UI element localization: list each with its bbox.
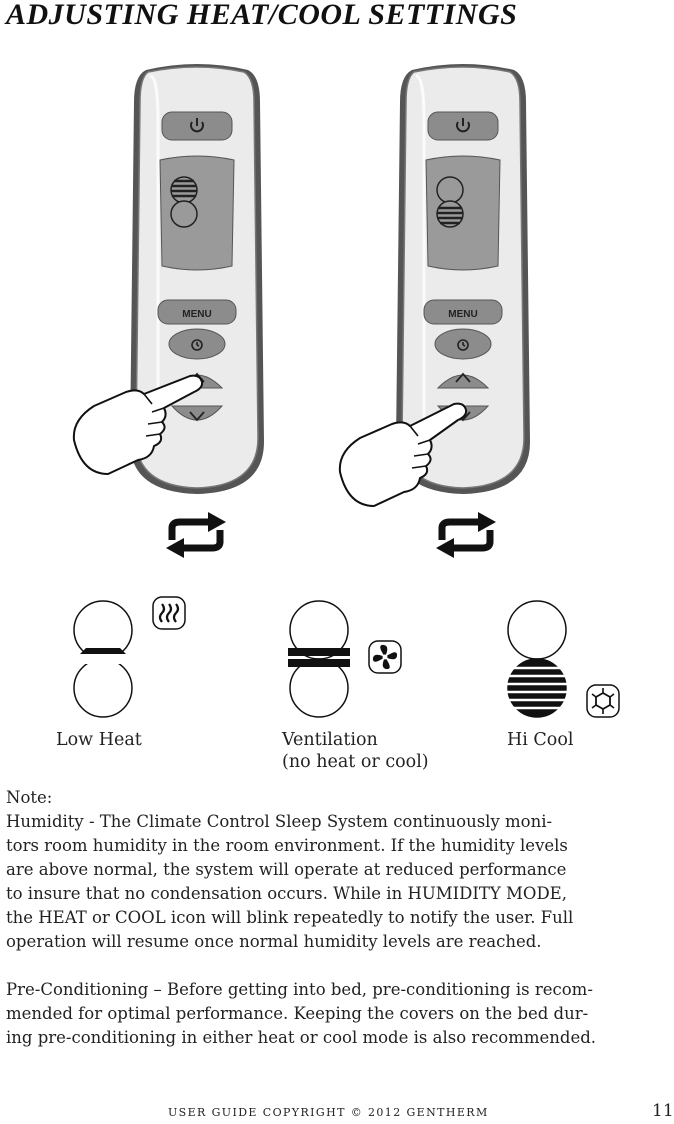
note-heading: Note:	[6, 788, 53, 807]
up-arrow-icon	[455, 372, 471, 383]
note-section: Note: Humidity - The Climate Control Sle…	[6, 786, 672, 1050]
humidity-line: the HEAT or COOL icon will blink repeate…	[6, 908, 574, 927]
ventilation-label-main: Ventilation	[282, 730, 378, 750]
menu-button[interactable]	[423, 299, 503, 325]
preconditioning-line: ing pre-conditioning in either heat or c…	[6, 1028, 597, 1047]
humidity-line: operation will resume once normal humidi…	[6, 932, 542, 951]
mode-dial-display	[436, 176, 464, 228]
low-heat-dial	[68, 600, 138, 718]
remote-control-right: MENU	[396, 64, 530, 494]
heat-waves-icon	[152, 596, 186, 630]
hi-cool-dial	[506, 600, 568, 718]
ventilation-label: Ventilation (no heat or cool)	[282, 729, 429, 773]
timer-icon	[191, 339, 203, 351]
copyright-footer: USER GUIDE COPYRIGHT © 2012 GENTHERM	[168, 1106, 489, 1119]
pointing-hand-icon	[72, 374, 204, 475]
preconditioning-line: Pre-Conditioning – Before getting into b…	[6, 980, 593, 999]
down-arrow-icon	[189, 411, 205, 422]
menu-button[interactable]	[157, 299, 237, 325]
cycle-arrows-icon	[166, 512, 226, 558]
menu-button-label: MENU	[448, 309, 477, 320]
fan-icon	[368, 640, 402, 674]
page-number: 11	[652, 1101, 674, 1121]
humidity-line: Humidity - The Climate Control Sleep Sys…	[6, 812, 553, 831]
timer-icon	[457, 339, 469, 351]
humidity-line: are above normal, the system will operat…	[6, 860, 567, 879]
menu-button-label: MENU	[182, 309, 211, 320]
mode-dial-display	[170, 176, 198, 228]
humidity-line: tors room humidity in the room environme…	[6, 836, 568, 855]
low-heat-label: Low Heat	[56, 730, 142, 750]
up-button[interactable]	[436, 374, 490, 389]
page-title: ADJUSTING HEAT/COOL SETTINGS	[6, 0, 518, 31]
cycle-arrows-icon	[436, 512, 496, 558]
ventilation-dial	[288, 600, 350, 718]
hi-cool-label: Hi Cool	[507, 730, 574, 750]
preconditioning-line: mended for optimal performance. Keeping …	[6, 1004, 589, 1023]
snowflake-icon	[586, 684, 620, 718]
power-icon	[190, 118, 204, 133]
pointing-hand-icon	[338, 402, 468, 507]
humidity-line: to insure that no condensation occurs. W…	[6, 884, 567, 903]
ventilation-sublabel: (no heat or cool)	[282, 752, 429, 772]
power-icon	[456, 118, 470, 133]
down-button[interactable]	[170, 405, 224, 421]
